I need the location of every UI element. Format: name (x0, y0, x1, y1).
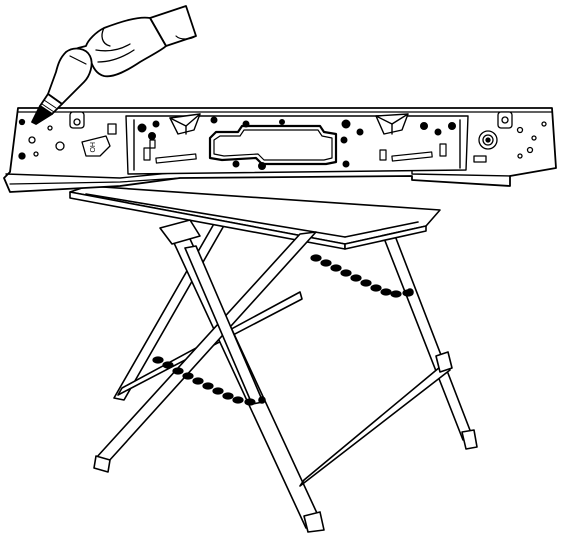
panel-marking-text: HO (88, 142, 95, 153)
control-panel: HO (3, 107, 557, 193)
panel-cutout (208, 124, 338, 166)
sawhorse-chain-front (152, 356, 256, 406)
sawhorse-top-frame (69, 185, 441, 250)
sawhorse-front-crossbar (299, 351, 453, 487)
sawhorse-foot-right (303, 511, 325, 533)
drill-bit (31, 105, 53, 125)
panel-bracket-left (169, 113, 201, 135)
panel-left-end (18, 111, 117, 160)
sawhorse-front-leg-short (93, 231, 317, 473)
sawhorse-rear-leg-right (379, 227, 478, 450)
panel-right-end (473, 111, 547, 163)
panel-clips (137, 116, 456, 170)
sawhorse (69, 185, 478, 533)
panel-slots (143, 139, 447, 164)
gloved-hand-with-drill (31, 5, 197, 125)
drill-body (47, 47, 93, 105)
sawhorse-rivet (406, 288, 414, 296)
sawhorse-rivet (258, 396, 266, 404)
panel-bracket-right (375, 113, 409, 135)
